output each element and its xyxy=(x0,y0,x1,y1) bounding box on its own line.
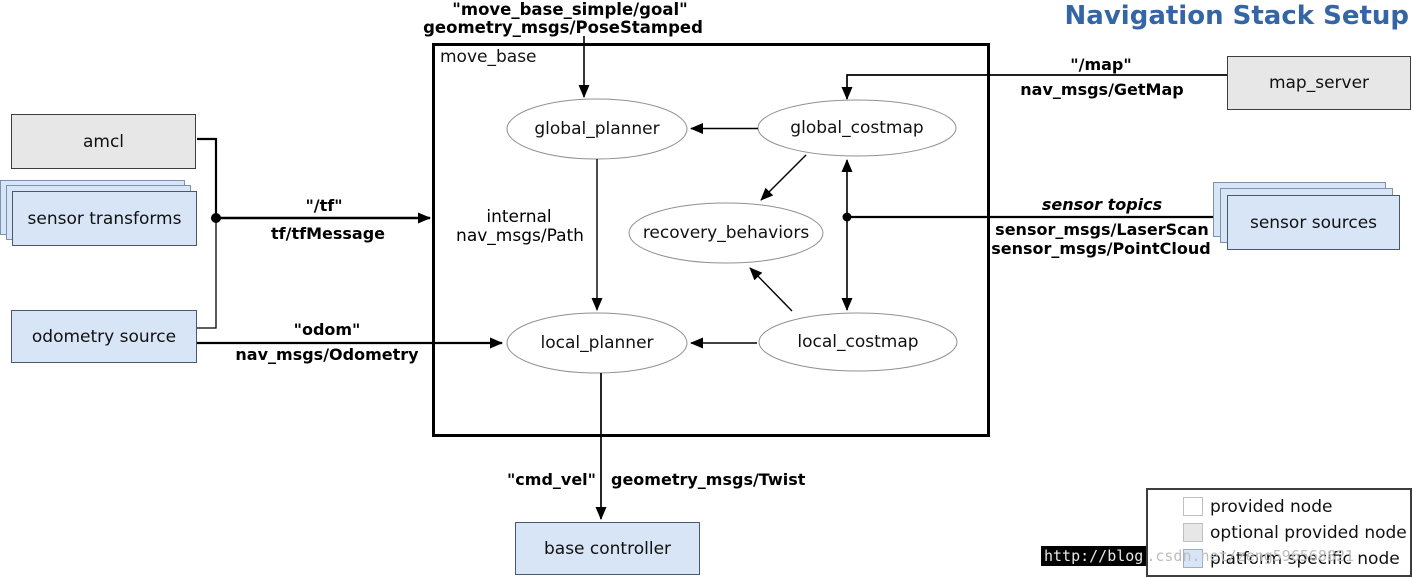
label-internal-line1: internal xyxy=(486,207,552,227)
node-map-server: map_server xyxy=(1227,56,1411,110)
legend-item-optional: optional provided node xyxy=(1183,523,1410,543)
tf-junction-dot xyxy=(211,213,221,223)
global-planner-label: global_planner xyxy=(534,119,660,139)
watermark-light-part: .csdn.net/zeng596568821 xyxy=(1146,547,1355,565)
node-sensor-transforms: sensor transforms xyxy=(0,180,197,246)
move-base-label: move_base xyxy=(440,47,537,67)
legend-label-optional: optional provided node xyxy=(1210,522,1407,543)
label-map-topic: "/map" xyxy=(1070,55,1132,74)
label-tf-type: tf/tfMessage xyxy=(271,224,385,243)
legend-item-provided: provided node xyxy=(1183,497,1410,517)
edge-odometry-connector xyxy=(197,218,217,329)
legend-label-platform: platform specific node xyxy=(1210,548,1400,569)
legend-label-provided: provided node xyxy=(1210,496,1333,517)
legend: provided node optional provided node pla… xyxy=(1146,488,1412,577)
label-cmdvel-type: geometry_msgs/Twist xyxy=(611,470,806,489)
label-goal-type: geometry_msgs/PoseStamped xyxy=(423,18,703,37)
node-amcl: amcl xyxy=(11,114,196,169)
sensor-junction-dot xyxy=(842,212,852,222)
label-odom-type: nav_msgs/Odometry xyxy=(235,345,419,364)
node-odometry-source: odometry source xyxy=(11,310,197,363)
sensor-sources-label: sensor sources xyxy=(1227,195,1400,250)
label-internal-line2: nav_msgs/Path xyxy=(456,226,584,246)
label-map-type: nav_msgs/GetMap xyxy=(1020,80,1184,99)
local-planner-label: local_planner xyxy=(540,333,654,353)
sensor-transforms-label: sensor transforms xyxy=(12,191,197,246)
edge-amcl-connector xyxy=(197,137,218,218)
ellipse-local-planner xyxy=(506,312,688,374)
legend-swatch-provided xyxy=(1183,497,1203,516)
edge-localcostmap-recovery xyxy=(749,267,793,312)
watermark-dark-part: http://blog xyxy=(1041,546,1147,566)
label-odom-topic: "odom" xyxy=(293,320,361,339)
edge-globalcostmap-recovery xyxy=(760,154,807,201)
node-base-controller: base controller xyxy=(515,522,700,575)
diagram-title: Navigation Stack Setup xyxy=(1064,1,1409,31)
legend-item-platform: platform specific node xyxy=(1183,549,1410,569)
legend-swatch-platform xyxy=(1183,549,1203,568)
global-costmap-label: global_costmap xyxy=(790,118,924,138)
ellipse-local-costmap xyxy=(758,312,958,372)
label-sensor-topics: sensor topics xyxy=(1041,195,1163,214)
label-tf-topic: "/tf" xyxy=(305,196,343,215)
label-goal-topic: "move_base_simple/goal" xyxy=(452,0,688,19)
recovery-behaviors-label: recovery_behaviors xyxy=(642,223,810,243)
label-sensor-type-cloud: sensor_msgs/PointCloud xyxy=(991,239,1211,258)
label-cmdvel-topic: "cmd_vel" xyxy=(506,470,596,489)
node-sensor-sources: sensor sources xyxy=(1213,182,1401,250)
label-sensor-type-laser: sensor_msgs/LaserScan xyxy=(995,220,1209,239)
local-costmap-label: local_costmap xyxy=(797,332,919,352)
legend-swatch-optional xyxy=(1183,523,1203,542)
edge-map-arrow xyxy=(841,74,1227,100)
ellipse-recovery-behaviors xyxy=(628,202,824,264)
watermark: http://blog.csdn.net/zeng596568821 xyxy=(1041,546,1355,566)
move-base-container xyxy=(432,43,990,437)
